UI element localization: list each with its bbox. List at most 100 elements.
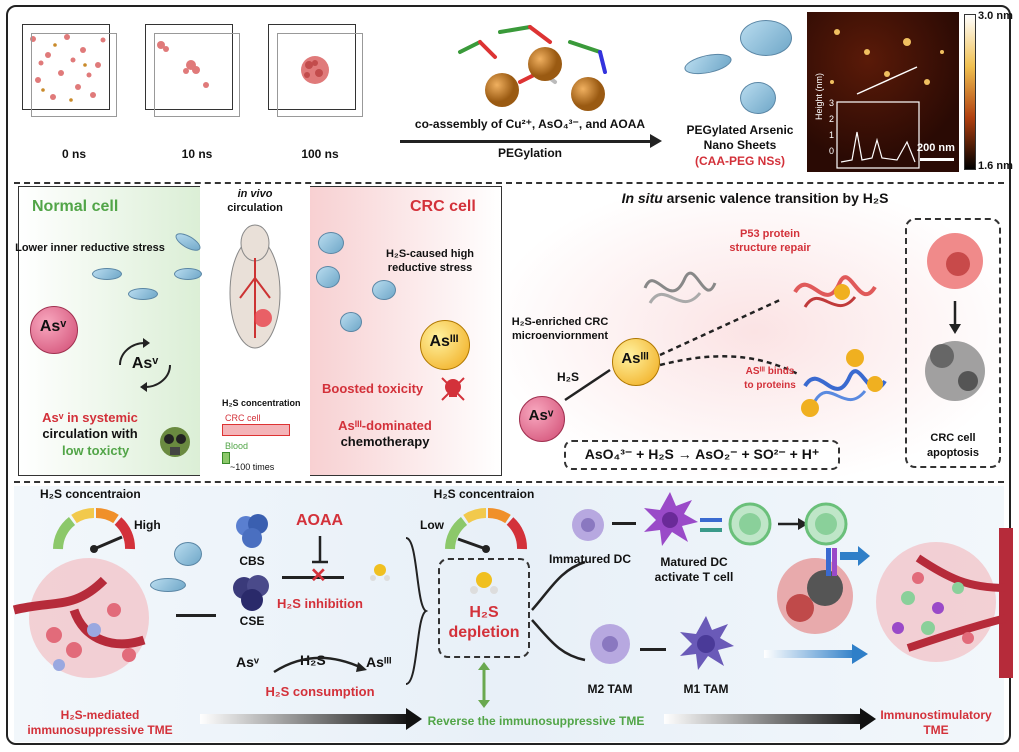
insitu-title: In situ arsenic valence transition by H₂… (622, 190, 889, 206)
blood-conc-bar (222, 452, 230, 464)
crc-cell-title: CRC cell (410, 198, 476, 215)
sim-label-2: 100 ns (301, 147, 339, 161)
gauge-low-icon (445, 507, 527, 553)
coassembly-arrow (400, 140, 652, 143)
asiii-sphere (612, 338, 660, 386)
p53-label-1: P53 protein (740, 228, 800, 240)
matured-dc-icon (644, 492, 698, 546)
crc-stress-2: reductive stress (387, 262, 473, 274)
immature-dc-icon (572, 509, 604, 541)
protein-gray-icon (643, 271, 717, 304)
mouse-icon (229, 224, 281, 349)
afm-tick-3: 3 (829, 98, 835, 108)
afm-colorbar (964, 14, 976, 170)
nanosheet-icon (128, 288, 158, 300)
tumor-tissue-right-icon (876, 528, 1013, 678)
afm-particles (830, 29, 944, 169)
apoptosis-cells-icon (925, 233, 985, 401)
h2s-label: H₂S (557, 370, 580, 384)
pegylation-label: PEGylation (497, 146, 563, 160)
coassembly-label: co-assembly of Cu²⁺, AsO₄³⁻, and AOAA (414, 117, 646, 131)
transition-arrows (564, 298, 801, 402)
nanosheet-icon (150, 578, 186, 592)
blue-gradient-arrow (764, 650, 856, 658)
chemo-label-2: chemotherapy (340, 434, 430, 449)
asiii-binds-1: ASᴵᴵᴵ binds (745, 366, 795, 377)
h2s-conc-mid-label: H₂S concentraion (433, 487, 535, 501)
afm-tick-1: 1 (829, 130, 835, 140)
m2-tam-icon (590, 624, 630, 664)
insitu-title-italic: In situ (621, 190, 663, 206)
m1-tam-label: M1 TAM (683, 682, 729, 696)
h2s-conc-label: H₂S concentration (222, 398, 301, 408)
afm-scalebar (920, 158, 954, 161)
depletion-label-2: depletion (448, 624, 520, 641)
arrow-head-icon (860, 708, 876, 730)
p53-protein-icon (793, 275, 877, 308)
apoptosis-box (905, 218, 1001, 468)
normal-cell-title: Normal cell (32, 198, 119, 215)
immature-dc-label: Immatured DC (548, 552, 632, 566)
gauge-high-icon (53, 507, 135, 553)
crc-stress-1: H₂S-caused high (385, 248, 475, 260)
asiii-insitu-label: Asᴵᴵᴵ (621, 350, 649, 367)
cbs-label: CBS (239, 554, 265, 568)
gas-mask-icon (160, 427, 190, 457)
nanosheet-icon (740, 82, 776, 114)
low-label: Low (420, 518, 444, 532)
depletion-label-1: H₂S (469, 604, 499, 621)
apoptosis-label-2: apoptosis (927, 447, 979, 459)
crc-bar-label: CRC cell (225, 413, 261, 423)
nanosheet-icon (340, 312, 362, 332)
section-divider-top (14, 182, 1004, 184)
consumption-arrow (273, 656, 367, 674)
p53-label-2: structure repair (729, 242, 811, 254)
arrow-to-enzymes (176, 614, 216, 617)
nanosheet-icon (318, 232, 344, 254)
boosted-toxicity-label: Boosted toxicity (322, 381, 424, 396)
tme-left-1: H₂S-mediated (60, 708, 140, 722)
tumor-tissue-left-icon (12, 558, 149, 678)
product-line1: PEGylated Arsenic (686, 123, 794, 137)
product-line2: Nano Sheets (703, 138, 777, 152)
m2-tam-label: M2 TAM (587, 682, 633, 696)
asv-label: Asᵛ (39, 318, 67, 335)
reverse-tme-label: Reverse the immunosuppressive TME (427, 714, 645, 728)
tme-arrow-right (664, 714, 864, 724)
afm-scale-top: 3.0 nm (978, 10, 1013, 22)
nanosheet-icon (740, 20, 792, 56)
sim-label-1: 10 ns (181, 147, 213, 161)
asv-insitu-label: Asᵛ (528, 407, 554, 424)
aggregated-cluster (301, 56, 329, 84)
afm-scalebar-label: 200 nm (917, 142, 955, 154)
tme-right-1: Immunostimulatory (880, 708, 992, 722)
cse-enzyme-icon (233, 575, 269, 611)
h2s-bottom-label: H₂S (300, 652, 326, 668)
molecular-structure-icon (458, 25, 607, 111)
asiii-bottom-label: Asᴵᴵᴵ (366, 654, 392, 670)
cross-icon: ✕ (310, 565, 327, 587)
blue-arrow-head-icon (852, 644, 868, 664)
m2-to-m1-arrow (640, 648, 666, 651)
blood-bar-label: Blood (225, 441, 249, 451)
h2s-env-2: microenviornment (512, 330, 608, 342)
cycle-arrows-icon (119, 338, 171, 392)
tme-left-2: immunosuppressive TME (27, 723, 173, 737)
product-abbr: (CAA-PEG NSs) (694, 154, 786, 168)
normal-stress-label: Lower inner reductive stress (15, 242, 165, 254)
equation-label: AsO₄³⁻ + H₂S → AsO₂⁻ + SO²⁻ + H⁺ (584, 446, 820, 462)
aoaa-label: AOAA (296, 512, 344, 529)
skull-icon (441, 377, 465, 401)
tme-arrow-left (200, 714, 410, 724)
sim-box-0ns (22, 24, 117, 117)
nanosheet-icon (174, 268, 202, 280)
afm-scale-bottom: 1.6 nm (978, 160, 1013, 172)
afm-tick-0: 0 (829, 146, 835, 156)
h2s-conc-left-label: H₂S concentraion (40, 487, 141, 501)
clustering-molecules (157, 41, 209, 88)
low-toxicity-label: low toxicty (62, 443, 130, 458)
equation-box (564, 440, 840, 470)
sim-box-10ns (145, 24, 240, 117)
afm-yaxis-label: Height (nm) (814, 72, 824, 120)
cse-label: CSE (239, 614, 265, 628)
